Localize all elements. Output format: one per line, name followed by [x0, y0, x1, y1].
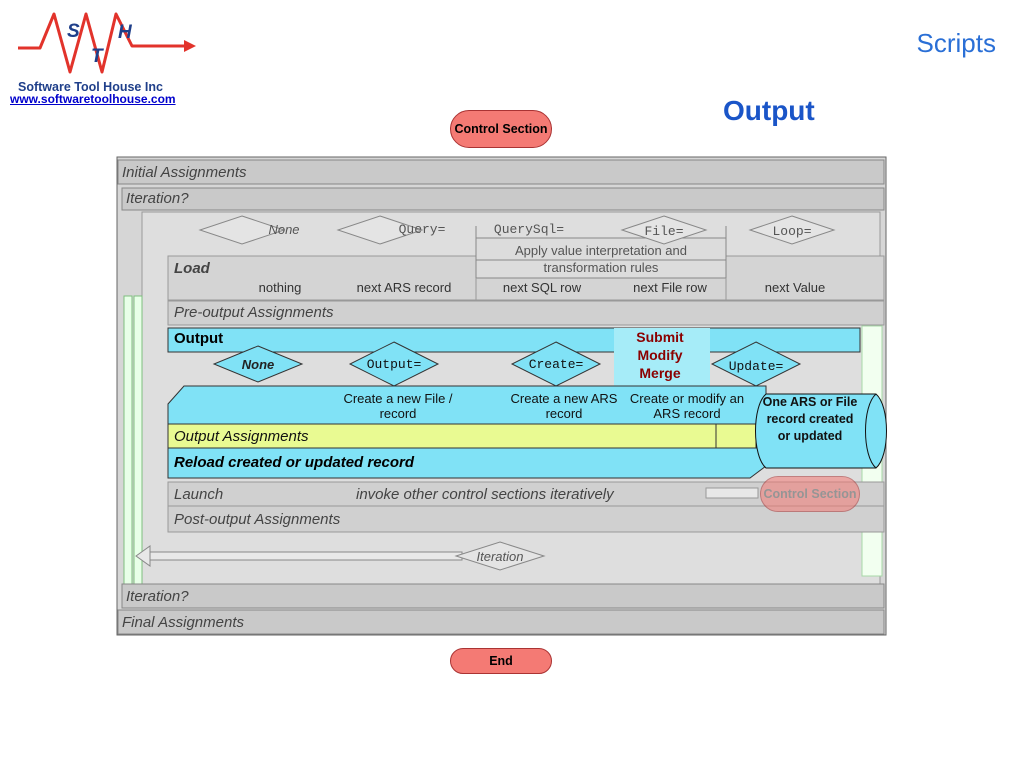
- load-result-file: next File row: [633, 280, 707, 295]
- section-title: Scripts: [916, 28, 996, 58]
- diamond-none-output: None: [241, 357, 275, 372]
- launch-label: Launch: [174, 486, 224, 503]
- output-result-ars: Create a new ARS record: [510, 391, 618, 421]
- load-result-sql: next SQL row: [502, 280, 582, 295]
- company-name: Software Tool House Inc: [18, 80, 163, 94]
- slide-title: Output: [723, 95, 815, 126]
- diamond-query: Query=: [398, 222, 446, 237]
- load-result-nothing: nothing: [258, 280, 302, 295]
- diamond-create: Create=: [528, 357, 584, 372]
- logo-letter-h: H: [118, 22, 133, 43]
- logo-letter-t: T: [91, 46, 104, 67]
- control-section-top: Control Section: [450, 110, 552, 148]
- diamond-none-iteration: None: [268, 222, 300, 237]
- iteration-bottom-label: Iteration?: [126, 588, 189, 605]
- final-assignments-label: Final Assignments: [122, 614, 244, 631]
- flow-diagram: [116, 156, 887, 636]
- iteration-loop-label: Iteration: [476, 549, 524, 564]
- output-result-modify: Create or modify an ARS record: [629, 391, 745, 421]
- diamond-loop: Loop=: [772, 224, 812, 239]
- post-output-label: Post-output Assignments: [174, 511, 341, 528]
- submit-modify-merge: Submit Modify Merge: [636, 329, 684, 381]
- diamond-update: Update=: [728, 359, 784, 374]
- diamond-querysql: QuerySql=: [493, 222, 565, 237]
- control-section-right: Control Section: [760, 476, 860, 512]
- logo-letter-s: S: [67, 21, 80, 42]
- diamond-file: File=: [644, 224, 684, 239]
- value-rules-note: Apply value interpretation and transform…: [514, 243, 687, 275]
- record-cylinder: One ARS or File record created or update…: [762, 395, 858, 443]
- output-label: Output: [174, 330, 224, 347]
- load-result-value: next Value: [764, 280, 826, 295]
- output-assignments-label: Output Assignments: [174, 428, 309, 445]
- reload-label: Reload created or updated record: [174, 454, 415, 471]
- diamond-output: Output=: [366, 357, 422, 372]
- pre-output-label: Pre-output Assignments: [174, 304, 334, 321]
- iteration-top-label: Iteration?: [126, 190, 189, 207]
- load-label: Load: [174, 260, 210, 277]
- sth-logo: S T H: [18, 12, 196, 74]
- end-node: End: [450, 648, 552, 674]
- load-result-ars: next ARS record: [356, 280, 452, 295]
- initial-assignments-label: Initial Assignments: [122, 164, 247, 181]
- company-url-link[interactable]: www.softwaretoolhouse.com: [10, 92, 176, 106]
- output-result-file: Create a new File / record: [343, 391, 453, 421]
- launch-note: invoke other control sections iterativel…: [356, 486, 614, 503]
